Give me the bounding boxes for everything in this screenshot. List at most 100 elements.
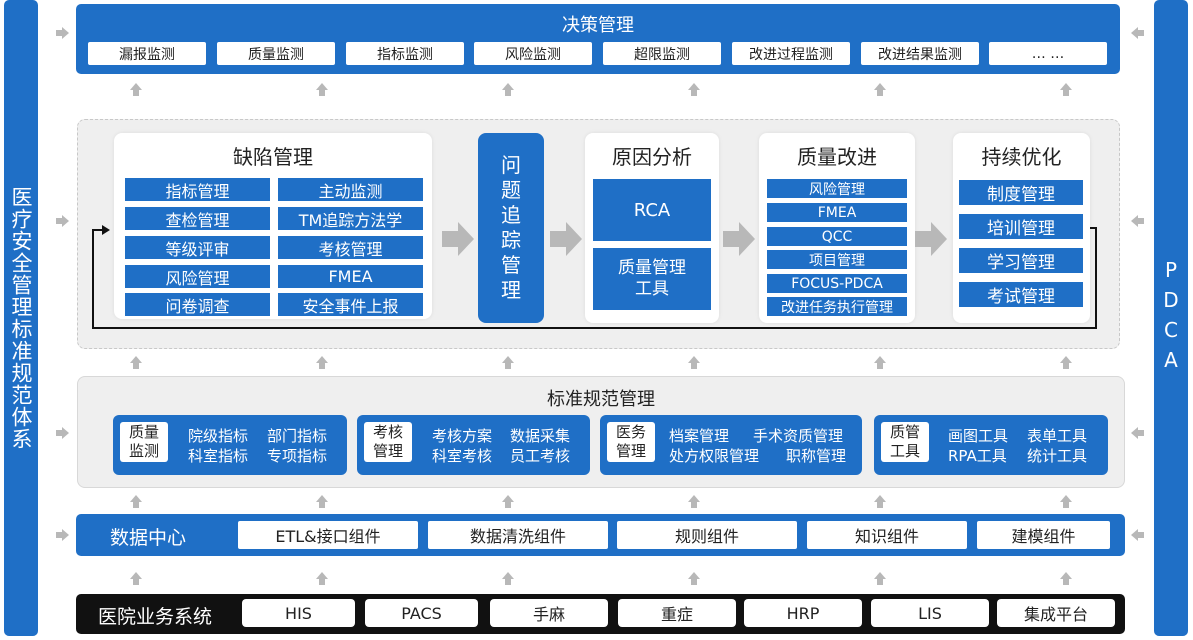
- hospital-system-item[interactable]: LIS: [871, 599, 989, 627]
- arrow-up-icon: [502, 572, 514, 585]
- arrow-up-icon: [688, 572, 700, 585]
- module-item[interactable]: 院级指标: [188, 427, 249, 445]
- arrow-up-icon: [688, 495, 700, 508]
- arrow-up-icon: [688, 356, 700, 369]
- hospital-system-item[interactable]: PACS: [365, 599, 478, 627]
- hospital-system-item[interactable]: 手麻: [490, 599, 608, 627]
- right-bar-label: PDCA: [1159, 258, 1183, 378]
- quality-improvement-card: 质量改进 风险管理 FMEA QCC 项目管理 FOCUS-PDCA 改进任务执…: [759, 133, 915, 323]
- hospital-system-item[interactable]: HIS: [242, 599, 355, 627]
- arrow-up-icon: [874, 495, 886, 508]
- optimize-item[interactable]: 制度管理: [959, 180, 1083, 205]
- data-center-item[interactable]: 数据清洗组件: [428, 521, 608, 549]
- data-center-item[interactable]: 知识组件: [807, 521, 967, 549]
- arrow-right-icon: [56, 427, 69, 439]
- defect-item[interactable]: 等级评审: [125, 236, 270, 259]
- optimize-title: 持续优化: [981, 145, 1062, 169]
- improve-item[interactable]: 改进任务执行管理: [767, 297, 907, 316]
- arrow-right-icon: [56, 215, 69, 227]
- defect-item[interactable]: 查检管理: [125, 207, 270, 230]
- arrow-right-icon: [56, 27, 69, 39]
- assessment-module: 考核 管理 考核方案 数据采集 科室考核 员工考核: [357, 415, 590, 475]
- hospital-system-item[interactable]: 重症: [618, 599, 736, 627]
- module-item[interactable]: 手术资质管理: [753, 427, 844, 445]
- arrow-up-icon: [130, 356, 142, 369]
- decision-item[interactable]: 超限监测: [603, 42, 721, 65]
- module-item[interactable]: RPA工具: [948, 447, 1007, 465]
- module-label: 质管 工具: [881, 422, 929, 462]
- module-label: 质量 监测: [120, 422, 168, 462]
- module-item[interactable]: 科室指标: [188, 447, 249, 465]
- hospital-title: 医院业务系统: [98, 606, 213, 628]
- module-item[interactable]: 部门指标: [267, 427, 328, 445]
- arrow-left-icon: [1131, 427, 1144, 439]
- arrow-up-icon: [502, 495, 514, 508]
- cause-title: 原因分析: [612, 145, 692, 169]
- improve-item[interactable]: 项目管理: [767, 250, 907, 269]
- defect-item[interactable]: 主动监测: [278, 178, 423, 201]
- improve-item[interactable]: FOCUS-PDCA: [767, 274, 907, 293]
- module-item[interactable]: 统计工具: [1027, 447, 1088, 465]
- decision-item[interactable]: 质量监测: [217, 42, 335, 65]
- defect-item[interactable]: 问卷调查: [125, 293, 270, 316]
- hospital-system-item[interactable]: 集成平台: [997, 599, 1115, 627]
- improve-item[interactable]: 风险管理: [767, 179, 907, 198]
- improve-item[interactable]: QCC: [767, 227, 907, 246]
- flow-arrow-icon: [915, 222, 947, 256]
- arrow-up-icon: [874, 356, 886, 369]
- module-item[interactable]: 员工考核: [510, 447, 571, 465]
- module-item[interactable]: 数据采集: [510, 427, 571, 445]
- defect-item[interactable]: FMEA: [278, 265, 423, 288]
- feedback-loop-line: [92, 225, 1097, 329]
- data-center-item[interactable]: 规则组件: [617, 521, 797, 549]
- data-center-item[interactable]: ETL&接口组件: [238, 521, 418, 549]
- decision-item[interactable]: 指标监测: [346, 42, 464, 65]
- arrow-up-icon: [688, 83, 700, 96]
- module-item[interactable]: 表单工具: [1027, 427, 1088, 445]
- problem-tracking-box[interactable]: 问题追踪管理: [478, 133, 544, 323]
- optimize-item[interactable]: 考试管理: [959, 282, 1083, 307]
- defect-item[interactable]: TM追踪方法学: [278, 207, 423, 230]
- arrow-up-icon: [1060, 495, 1072, 508]
- module-item[interactable]: 考核方案: [432, 427, 493, 445]
- decision-item[interactable]: 漏报监测: [88, 42, 206, 65]
- module-item[interactable]: 处方权限管理: [669, 447, 760, 465]
- quality-tools-module: 质管 工具 画图工具 表单工具 RPA工具 统计工具: [874, 415, 1108, 475]
- module-item[interactable]: 职称管理: [786, 447, 847, 465]
- module-item[interactable]: 档案管理: [669, 427, 730, 445]
- defect-item[interactable]: 考核管理: [278, 236, 423, 259]
- defect-item[interactable]: 安全事件上报: [278, 293, 423, 316]
- cause-analysis-card: 原因分析 RCA 质量管理 工具: [585, 133, 719, 323]
- arrow-up-icon: [1060, 572, 1072, 585]
- arrow-up-icon: [130, 83, 142, 96]
- defect-item[interactable]: 风险管理: [125, 265, 270, 288]
- hospital-system-item[interactable]: HRP: [744, 599, 862, 627]
- continuous-optimization-card: 持续优化 制度管理 培训管理 学习管理 考试管理: [953, 133, 1090, 323]
- defect-title: 缺陷管理: [233, 145, 313, 169]
- module-item[interactable]: 专项指标: [267, 447, 328, 465]
- module-item[interactable]: 科室考核: [432, 447, 493, 465]
- defect-item[interactable]: 指标管理: [125, 178, 270, 201]
- arrow-up-icon: [316, 572, 328, 585]
- data-center-item[interactable]: 建模组件: [977, 521, 1110, 549]
- standard-title: 标准规范管理: [547, 389, 655, 410]
- decision-title: 决策管理: [562, 15, 634, 36]
- optimize-item[interactable]: 学习管理: [959, 248, 1083, 273]
- decision-item[interactable]: 改进过程监测: [732, 42, 850, 65]
- improve-item[interactable]: FMEA: [767, 203, 907, 222]
- arrow-up-icon: [502, 83, 514, 96]
- arrow-up-icon: [1060, 356, 1072, 369]
- rca-box[interactable]: RCA: [593, 179, 711, 241]
- medical-affairs-module: 医务 管理 档案管理 手术资质管理 处方权限管理 职称管理: [600, 415, 862, 475]
- data-center-bar: 数据中心 ETL&接口组件 数据清洗组件 规则组件 知识组件 建模组件: [76, 514, 1125, 556]
- decision-item[interactable]: … …: [989, 42, 1107, 65]
- decision-item[interactable]: 改进结果监测: [861, 42, 979, 65]
- optimize-item[interactable]: 培训管理: [959, 214, 1083, 239]
- arrow-up-icon: [316, 83, 328, 96]
- module-item[interactable]: 画图工具: [948, 427, 1009, 445]
- arrow-up-icon: [316, 495, 328, 508]
- module-label: 医务 管理: [607, 422, 655, 462]
- arrow-up-icon: [316, 356, 328, 369]
- quality-tools-box[interactable]: 质量管理 工具: [593, 248, 711, 310]
- decision-item[interactable]: 风险监测: [474, 42, 592, 65]
